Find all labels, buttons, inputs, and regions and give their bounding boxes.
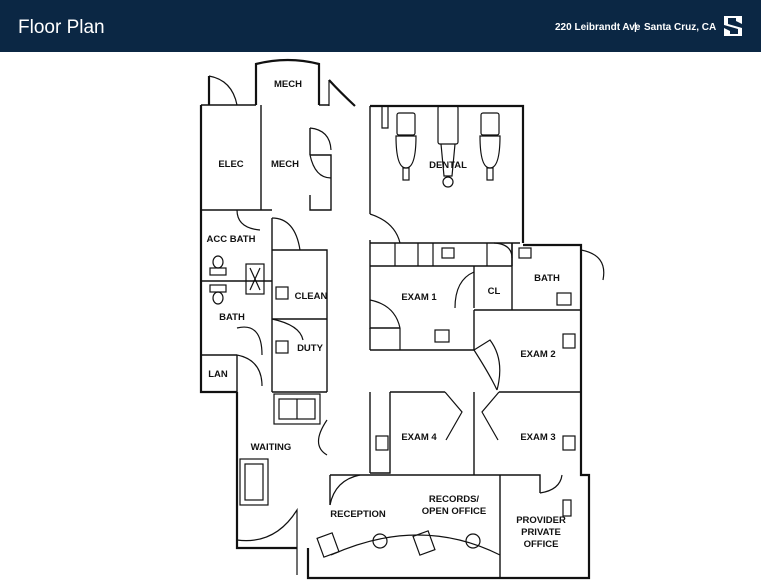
room-label-exam-1: EXAM 1 xyxy=(401,292,437,303)
brand-logo-icon xyxy=(724,16,742,36)
street-address: 220 Leibrandt Ave xyxy=(555,22,641,33)
room-labels: MECH ELEC MECH DENTAL ACC BATH BATH CLEA… xyxy=(207,79,566,550)
room-label-provider-line3: OFFICE xyxy=(524,539,559,550)
city-state: Santa Cruz, CA xyxy=(644,22,717,33)
outer-walls xyxy=(199,58,591,580)
room-label-exam-2: EXAM 2 xyxy=(520,349,555,360)
room-label-cl: CL xyxy=(488,286,501,297)
room-label-acc-bath: ACC BATH xyxy=(207,234,256,245)
floor-plan: MECH ELEC MECH DENTAL ACC BATH BATH CLEA… xyxy=(199,58,605,580)
room-label-provider-line1: PROVIDER xyxy=(516,515,566,526)
room-label-provider-line2: PRIVATE xyxy=(521,527,561,538)
room-label-mech-top: MECH xyxy=(274,79,302,90)
room-label-lan: LAN xyxy=(208,369,228,380)
page-title: Floor Plan xyxy=(18,17,105,38)
room-label-duty: DUTY xyxy=(297,343,324,354)
header-bar: Floor Plan 220 Leibrandt Ave | Santa Cru… xyxy=(0,0,761,52)
address-separator: | xyxy=(634,22,637,33)
room-label-clean: CLEAN xyxy=(295,291,328,302)
room-label-dental: DENTAL xyxy=(429,160,467,171)
room-label-waiting: WAITING xyxy=(251,442,292,453)
room-label-records-line2: OPEN OFFICE xyxy=(422,506,486,517)
door-swings xyxy=(208,75,605,575)
room-label-bath-left: BATH xyxy=(219,312,245,323)
room-label-records-line1: RECORDS/ xyxy=(429,494,480,505)
room-label-reception: RECEPTION xyxy=(330,509,386,520)
room-label-exam-3: EXAM 3 xyxy=(520,432,555,443)
fixtures xyxy=(209,105,576,558)
room-label-exam-4: EXAM 4 xyxy=(401,432,437,443)
room-label-mech: MECH xyxy=(271,159,299,170)
room-label-bath-right: BATH xyxy=(534,273,560,284)
room-label-elec: ELEC xyxy=(218,159,243,170)
